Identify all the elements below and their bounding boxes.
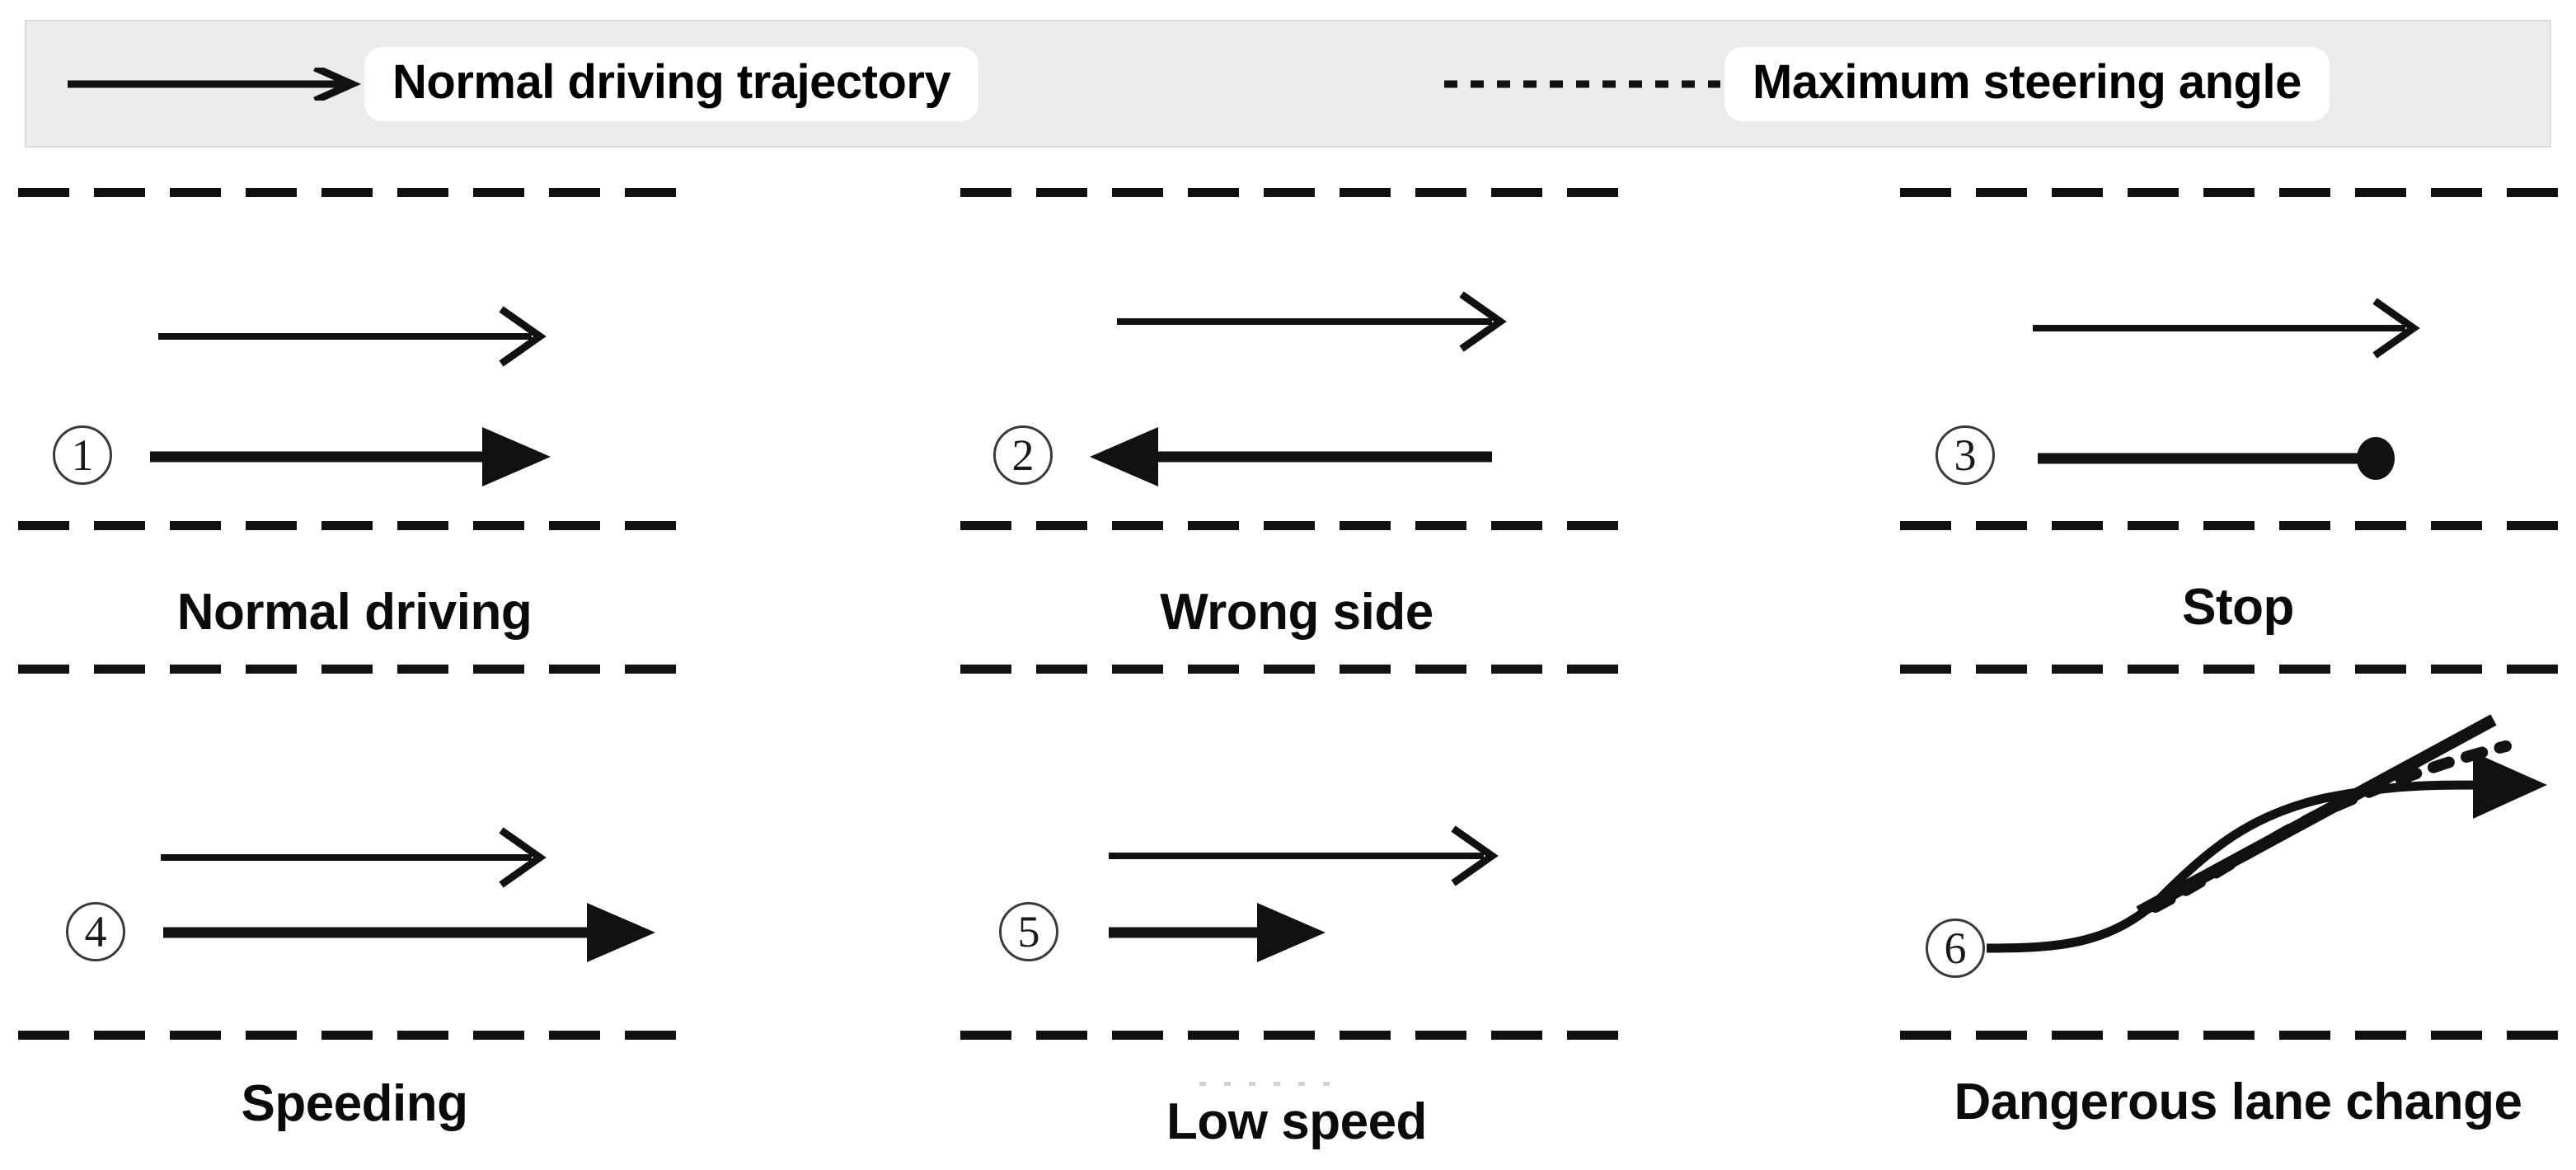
panel-label-stop: Stop [2182,579,2294,636]
lane-divider [1900,521,2576,530]
panel-label-wrong-side: Wrong side [1160,584,1433,641]
reference-arrow-icon [1109,825,1499,886]
panel-low-speed-glyphs [1109,825,1499,962]
lane-divider [960,1031,1633,1040]
lane-divider [1900,188,2576,197]
marker-5: 5 [999,902,1058,961]
solid-arrow-icon [68,63,364,104]
filled-arrow-left-medium-icon [1090,427,1492,486]
lane-divider [960,188,1633,197]
panel-wrong-side-glyphs [1090,291,1507,486]
panel-dangerous-lane-change-glyphs [1986,714,2547,953]
dotted-line-icon [1444,68,1724,101]
actual-trajectory-curve [1986,780,2482,953]
filled-arrow-right-long-icon [163,903,655,962]
line-with-filled-dot-icon [2038,437,2395,480]
lane-divider [1900,665,2576,674]
lane-divider [18,1031,691,1040]
dotted-steering-curve [2150,740,2512,913]
reference-arrow-icon [2033,298,2420,359]
panel-label-low-speed: Low speed [1166,1093,1427,1150]
legend-item-maximum-steering-angle: Maximum steering angle [1444,21,2330,146]
panel-label-speeding: Speeding [241,1075,468,1132]
panel-label-dangerous-lane-change: Dangerous lane change [1954,1074,2522,1130]
panel-label-normal-driving: Normal driving [176,584,533,641]
marker-4: 4 [66,902,125,961]
legend-bar: Normal driving trajectory Maximum steeri… [25,20,2551,148]
filled-arrow-head-icon [2473,752,2547,819]
legend-label-maximum-steering-angle: Maximum steering angle [1724,46,2330,121]
marker-1: 1 [53,425,112,485]
lane-divider [18,188,691,197]
marker-3: 3 [1936,425,1995,485]
panel-speeding-glyphs [161,827,655,962]
legend-item-normal-driving-trajectory: Normal driving trajectory [68,21,979,146]
filled-arrow-right-short-icon [1109,903,1326,962]
lane-divider [960,521,1633,530]
lane-divider [1900,1031,2576,1040]
reference-arrow-icon [1117,291,1507,352]
lane-divider [960,665,1633,674]
panel-stop-glyphs [2033,298,2420,480]
marker-6: 6 [1926,919,1985,978]
marker-2: 2 [993,425,1053,485]
lane-divider [18,665,691,674]
maximum-steering-angle-line [2136,714,2497,918]
reference-arrow-icon [161,827,547,888]
legend-label-normal-driving-trajectory: Normal driving trajectory [364,46,979,121]
lane-divider [18,521,691,530]
panel-normal-driving-glyphs [150,306,551,486]
filled-arrow-right-medium-icon [150,427,551,486]
faint-dotted-artifact [1199,1082,1348,1086]
reference-arrow-icon [158,306,547,367]
